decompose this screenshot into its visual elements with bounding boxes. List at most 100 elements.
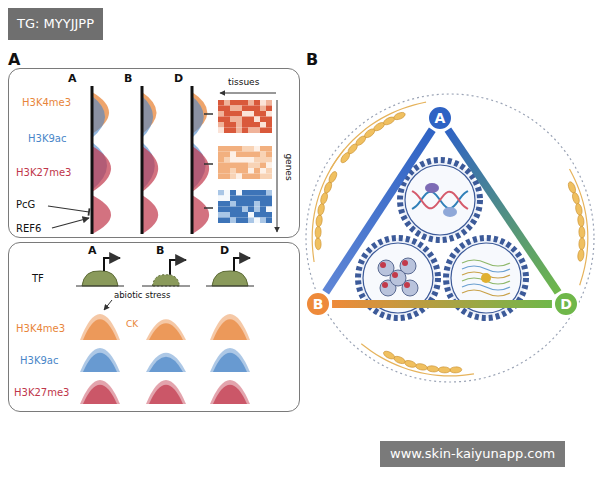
drawing-shape [412, 191, 468, 209]
drawing-shape [224, 207, 230, 213]
drawing-shape [260, 100, 266, 106]
node-letter: A [435, 110, 446, 126]
drawing-shape [218, 111, 224, 117]
drawing-shape [191, 86, 194, 234]
drawing-shape [248, 218, 254, 224]
drawing-shape [254, 100, 260, 106]
drawing-shape [327, 170, 338, 183]
drawing-shape [242, 106, 248, 112]
drawing-shape [224, 100, 230, 106]
drawing-shape [230, 196, 236, 202]
drawing-shape [260, 122, 266, 128]
drawing-shape [462, 260, 510, 266]
chromatin-tracks [48, 86, 277, 234]
drawing-shape [567, 181, 577, 194]
drawing-shape [170, 260, 186, 275]
drawing-shape [254, 207, 260, 213]
track-label: A [67, 73, 78, 86]
node-letter: B [313, 296, 324, 312]
drawing-shape [236, 111, 242, 117]
drawing-shape [392, 272, 398, 278]
drawing-shape [224, 117, 230, 123]
drawing-shape [82, 271, 118, 286]
drawing-shape [230, 106, 236, 112]
drawing-shape [242, 122, 248, 128]
drawing-shape [266, 196, 272, 202]
track-label: H3K27me3 [13, 387, 70, 399]
drawing-shape [230, 212, 236, 218]
drawing-shape [149, 323, 183, 340]
drawing-shape [224, 122, 230, 128]
drawing-shape [426, 365, 439, 373]
drawing-shape [254, 122, 260, 128]
drawing-shape [266, 190, 272, 196]
drawing-shape [248, 122, 254, 128]
drawing-shape [224, 152, 230, 158]
drawing-shape [218, 146, 224, 152]
drawing-shape [230, 146, 236, 152]
drawing-shape [254, 163, 260, 169]
drawing-shape [91, 86, 94, 234]
drawing-shape [242, 212, 248, 218]
drawing-shape [230, 157, 236, 163]
drawing-shape [218, 212, 224, 218]
stress-response-tracks [76, 258, 254, 404]
drawing-shape [579, 238, 586, 250]
drawing-shape [254, 168, 260, 174]
track-label: CK [125, 319, 139, 329]
drawing-shape [315, 238, 322, 250]
drawing-shape [236, 190, 242, 196]
drawing-shape [192, 96, 204, 138]
drawing-shape [405, 165, 475, 235]
drawing-shape [142, 286, 190, 287]
drawing-shape [393, 111, 406, 121]
drawing-shape [230, 128, 236, 134]
drawing-shape [260, 152, 266, 158]
drawing-shape [462, 290, 510, 296]
drawing-shape [230, 174, 236, 180]
drawing-shape [104, 300, 112, 310]
drawing-shape [404, 359, 417, 368]
drawing-shape [361, 344, 474, 376]
drawing-shape [260, 168, 266, 174]
drawing-shape [380, 262, 386, 268]
drawing-shape [260, 157, 266, 163]
drawing-shape [230, 190, 236, 196]
subgenome-circle [306, 94, 594, 382]
drawing-shape [260, 128, 266, 134]
drawing-shape [236, 146, 242, 152]
drawing-shape [260, 212, 266, 218]
triangle-connector [326, 130, 433, 293]
drawing-shape [266, 128, 272, 134]
drawing-shape [236, 207, 242, 213]
drawing-shape [248, 111, 254, 117]
drawing-shape [242, 207, 248, 213]
panel-label: A [8, 50, 20, 69]
drawing-shape [153, 275, 180, 286]
drawing-shape [141, 86, 144, 234]
drawing-shape [80, 348, 120, 372]
drawing-shape [234, 258, 250, 271]
drawing-shape [83, 319, 117, 340]
drawing-shape [481, 273, 491, 283]
drawing-shape [248, 146, 254, 152]
drawing-shape [575, 203, 583, 216]
track-label: genes [284, 152, 294, 181]
drawing-shape [236, 106, 242, 112]
node-letter: D [560, 296, 572, 312]
drawing-shape [254, 218, 260, 224]
drawing-shape [260, 218, 266, 224]
drawing-shape [236, 218, 242, 224]
drawing-shape [92, 195, 111, 234]
drawing-shape [260, 106, 266, 112]
drawing-shape [236, 152, 242, 158]
drawing-shape [260, 207, 266, 213]
drawing-shape [236, 128, 242, 134]
track-label: D [173, 73, 184, 86]
drawing-shape [266, 212, 272, 218]
drawing-shape [242, 117, 248, 123]
drawing-shape [104, 258, 120, 271]
drawing-shape [266, 106, 272, 112]
drawing-shape [425, 183, 439, 193]
drawing-shape [230, 100, 236, 106]
